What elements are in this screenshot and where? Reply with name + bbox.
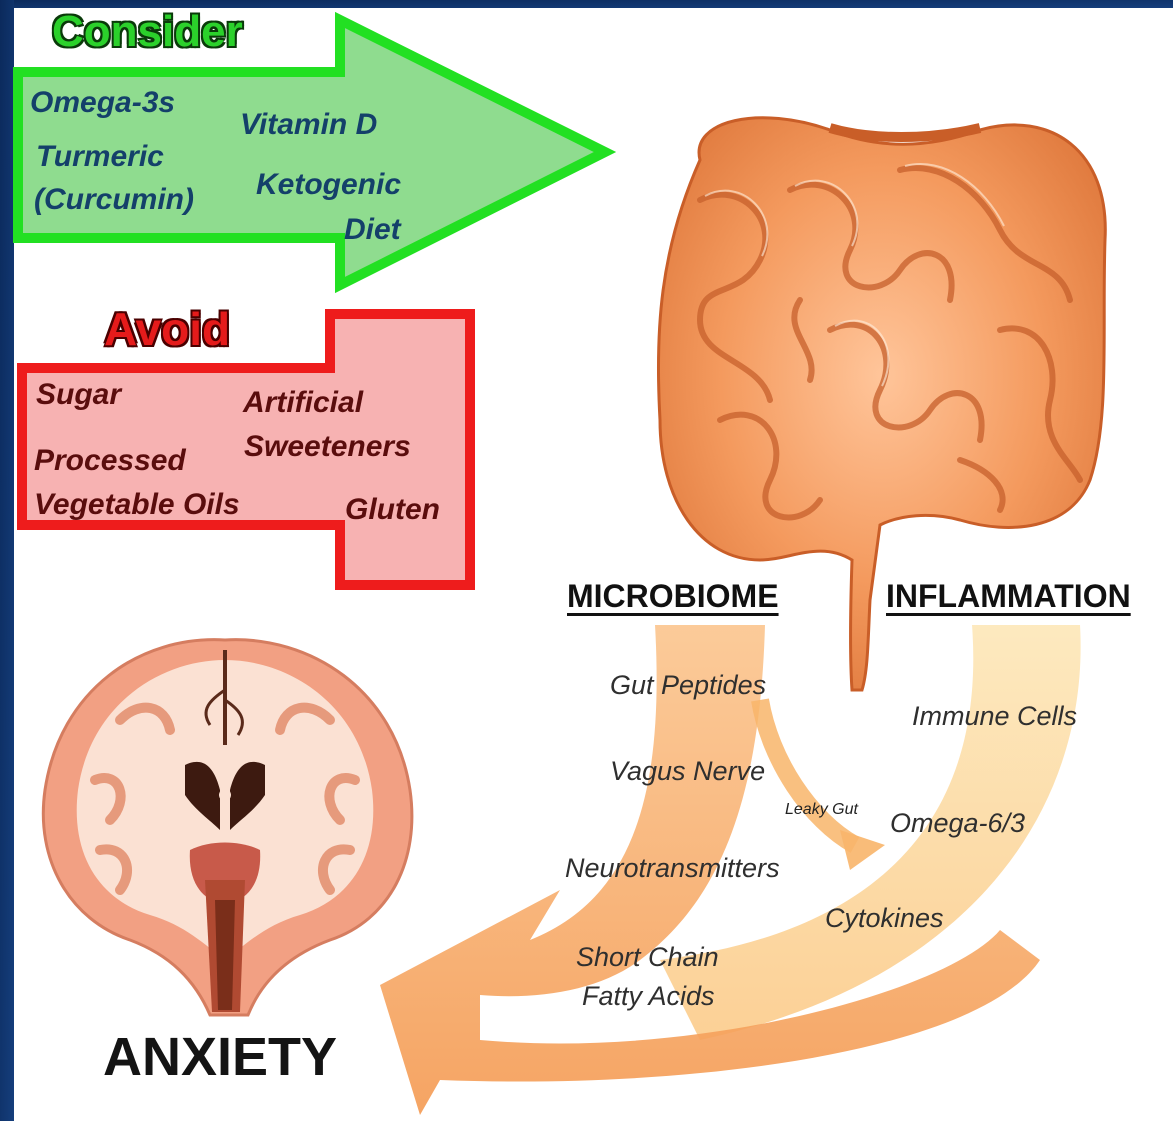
consider-title: Consider [52,10,243,54]
inflammation-item-omega-6-3: Omega-6/3 [890,810,1025,837]
anxiety-label: ANXIETY [103,1030,337,1084]
consider-item-curcumin: (Curcumin) [34,185,194,215]
inflammation-item-immune-cells: Immune Cells [912,703,1077,730]
avoid-item-sweeteners: Sweeteners [244,432,411,462]
microbiome-heading: MICROBIOME [567,580,779,612]
leaky-gut-arrow [760,700,885,870]
leaky-gut-label: Leaky Gut [785,802,858,818]
microbiome-item-vagus-nerve: Vagus Nerve [610,758,765,785]
consider-item-turmeric: Turmeric [36,142,164,172]
inflammation-heading: INFLAMMATION [886,580,1131,612]
microbiome-item-fatty-acids: Fatty Acids [582,983,715,1010]
avoid-item-gluten: Gluten [345,495,440,525]
avoid-title: Avoid [104,306,230,352]
inflammation-item-cytokines: Cytokines [825,905,944,932]
microbiome-item-short-chain: Short Chain [576,944,719,971]
avoid-item-artificial: Artificial [243,388,363,418]
microbiome-item-neurotransmitters: Neurotransmitters [565,855,780,882]
avoid-item-processed: Processed [34,446,186,476]
brain-coronal-section-illustration [43,640,412,1015]
consider-item-diet: Diet [344,215,401,245]
consider-item-ketogenic: Ketogenic [256,170,401,200]
avoid-item-sugar: Sugar [36,380,121,410]
consider-item-omega3: Omega-3s [30,88,175,118]
microbiome-item-gut-peptides: Gut Peptides [610,672,766,699]
consider-item-vitamin-d: Vitamin D [240,110,377,140]
avoid-item-vegetable-oils: Vegetable Oils [34,490,240,520]
